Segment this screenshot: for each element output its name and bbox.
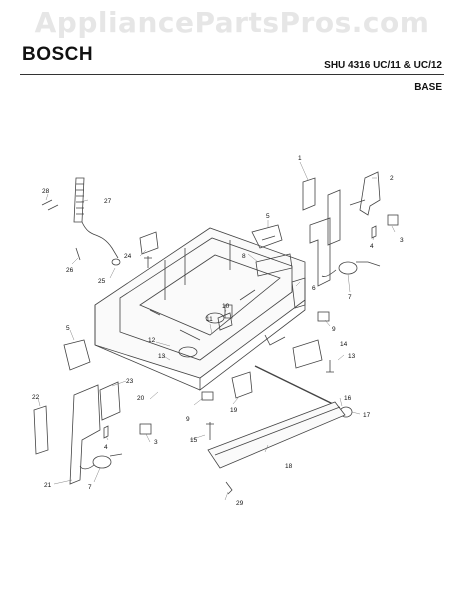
watermark: AppliancePartsPros.com [34,6,430,39]
callout-12: 12 [148,337,156,344]
part-8-rail [255,253,293,277]
callout-14: 14 [340,341,348,348]
part-3-block [387,214,399,226]
part-29-screw [225,481,233,495]
callout-7: 7 [348,294,352,301]
callout-19: 19 [230,407,238,414]
section-title: BASE [414,82,442,93]
part-4-clip-lower [103,425,109,439]
callout-8: 8 [242,253,246,260]
callout-1: 1 [298,155,302,162]
part-25-tube [81,221,119,259]
callout-25: 25 [98,278,106,285]
part-14-housing [292,339,323,369]
part-5-hinge-lower [63,339,91,371]
part-7-motor-lower [79,453,123,470]
part-2-lever [349,171,381,216]
callout-2: 2 [390,175,394,182]
callout-23: 23 [126,378,134,385]
part-15-screw [206,422,214,440]
part-7-motor-upper [321,261,381,278]
part-9-block-upper [317,311,330,322]
part-4-clip [371,225,377,239]
part-1-bracket [302,177,341,287]
callout-3b: 3 [154,439,158,446]
callout-9b: 9 [186,416,190,423]
callout-22: 22 [32,394,40,401]
callout-4: 4 [370,243,374,250]
part-16-rod [254,365,336,406]
base-tub [94,227,306,391]
callout-28: 28 [42,188,50,195]
part-18-kickplate [207,401,346,469]
callout-18: 18 [285,463,293,470]
part-26-clamp [75,247,81,261]
callout-13: 13 [158,353,166,360]
part-19-bracket [231,371,253,399]
part-24-bracket [139,231,159,255]
header-rule [20,74,444,75]
callout-17: 17 [363,412,371,419]
part-13-screw [326,360,334,373]
part-22-panel [33,405,49,455]
part-10-cover [217,312,233,331]
part-3-block-lower [139,423,152,435]
part-9-block-lower [201,391,214,401]
callout-26: 26 [66,267,74,274]
callout-15: 15 [190,437,198,444]
callout-20: 20 [137,395,145,402]
callout-6: 6 [312,285,316,292]
callout-24: 24 [124,253,132,260]
callout-27: 27 [104,198,112,205]
callout-16: 16 [344,395,352,402]
callout-7b: 7 [88,484,92,491]
callout-3: 3 [400,237,404,244]
callout-labels: 1 2 3 4 5 6 7 8 9 10 11 12 13 14 13 15 1… [32,155,404,507]
callout-29: 29 [236,500,244,507]
model-number: SHU 4316 UC/11 & UC/12 [324,60,442,71]
part-23-lever [99,381,121,421]
part-6-bracket [291,277,306,309]
callout-11: 11 [206,316,213,323]
brand-logo: BOSCH [22,44,94,65]
callout-9: 9 [332,326,336,333]
callout-10: 10 [222,303,230,310]
callout-5: 5 [266,213,270,220]
callout-21: 21 [44,482,52,489]
part-21-bracket [69,384,101,485]
part-5-hinge-upper [251,224,283,249]
part-28-clips [41,199,59,211]
part-27-hose [73,177,85,223]
callout-4b: 4 [104,444,108,451]
callout-5b: 5 [66,325,70,332]
callout-13b: 13 [348,353,356,360]
